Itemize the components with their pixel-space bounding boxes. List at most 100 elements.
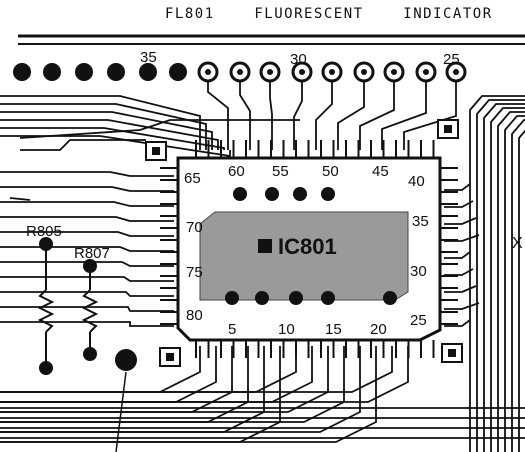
trace [381, 82, 427, 150]
trace [0, 119, 219, 150]
trace [483, 103, 525, 452]
ic-pad [289, 291, 303, 305]
ic-pin-number: 60 [228, 163, 245, 180]
probe-pointer-line [115, 371, 127, 452]
ic-pad [321, 291, 335, 305]
ic-pin-number: 5 [228, 321, 236, 338]
display-pad-hole [205, 69, 211, 75]
trace [0, 321, 174, 327]
trace [0, 306, 174, 312]
trace [293, 82, 303, 150]
display-pad-hole [237, 69, 243, 75]
trace [20, 139, 146, 151]
trace [0, 346, 217, 403]
top-pin-number: 30 [290, 51, 307, 68]
edge-label: X [512, 235, 523, 252]
ic-label: IC801 [278, 234, 337, 259]
trace [444, 285, 477, 293]
trace [315, 82, 333, 150]
trace [444, 319, 471, 327]
top-border [18, 34, 525, 45]
top-pin-number-labels: 35 30 25 [140, 49, 460, 68]
display-pad [43, 63, 61, 81]
ic-pin-number: 25 [410, 312, 427, 329]
ic-pad [233, 187, 247, 201]
display-pad-hole [267, 69, 273, 75]
ic-pin-number: 20 [370, 321, 387, 338]
ic-pin-number: 15 [325, 321, 342, 338]
ic-pin-number: 55 [272, 163, 289, 180]
trace [444, 217, 477, 225]
trace [337, 82, 365, 150]
display-connector-pads [13, 61, 467, 83]
ic-pin-number: 30 [410, 263, 427, 280]
trace [0, 171, 174, 177]
resistor-label-r807: R807 [74, 245, 110, 262]
display-pad [107, 63, 125, 81]
resistor-label-r805: R805 [26, 223, 62, 240]
ic-pin-number: 80 [186, 307, 203, 324]
trace [497, 111, 525, 452]
ic-package [176, 156, 442, 342]
trace [444, 200, 474, 208]
ic-pad [383, 291, 397, 305]
display-pad [139, 63, 157, 81]
trace [476, 99, 525, 452]
ic-pin-number: 75 [186, 264, 203, 281]
trace [0, 201, 174, 207]
trace [0, 231, 174, 237]
trace [444, 302, 480, 310]
resistor-pads [39, 237, 137, 375]
trace [0, 103, 207, 150]
display-pad-hole [329, 69, 335, 75]
ic-pad [265, 187, 279, 201]
ic-pin-number: 35 [412, 213, 429, 230]
ic-right-numbers: 35 30 25 [410, 213, 429, 329]
diagram-title: FL801 FLUORESCENT INDICATOR [165, 6, 493, 22]
ic-pin-number: 65 [184, 170, 201, 187]
trace [0, 246, 174, 252]
trace [0, 95, 201, 150]
trace [444, 183, 471, 191]
top-pin-number: 35 [140, 49, 157, 66]
display-pad-hole [299, 69, 305, 75]
trace [0, 186, 174, 192]
ic-pin-number: 10 [278, 321, 295, 338]
trace [0, 276, 174, 282]
display-pad-hole [361, 69, 367, 75]
resistor-labels: R805 R807 [26, 223, 110, 262]
trace [0, 346, 361, 433]
trace [19, 119, 300, 139]
display-pad [75, 63, 93, 81]
ic-top-numbers: 65 60 55 50 45 40 [184, 163, 425, 190]
ic-pad [255, 291, 269, 305]
trace [0, 346, 345, 423]
ic-pin-number: 45 [372, 163, 389, 180]
ic-bottom-numbers: 5 10 15 20 [228, 321, 387, 338]
ic-pad [321, 187, 335, 201]
trace [239, 82, 251, 150]
ic-pin-number: 70 [186, 219, 203, 236]
trace [0, 346, 393, 393]
trace [0, 127, 225, 150]
trace [0, 261, 174, 267]
trace [0, 291, 174, 297]
trace [518, 123, 525, 452]
ic-pin-number: 40 [408, 173, 425, 190]
square-via-cores [152, 125, 456, 361]
trace [490, 107, 525, 452]
trace [269, 82, 273, 150]
trace [504, 115, 525, 452]
trace [9, 197, 31, 201]
copper-traces [0, 82, 525, 452]
trace [444, 268, 474, 276]
ic-pad [293, 187, 307, 201]
trace [0, 216, 174, 222]
ic-pad [225, 291, 239, 305]
display-pad [13, 63, 31, 81]
trace [403, 82, 457, 150]
display-pad-hole [423, 69, 429, 75]
ic-pin-number: 50 [322, 163, 339, 180]
trace [0, 346, 409, 403]
